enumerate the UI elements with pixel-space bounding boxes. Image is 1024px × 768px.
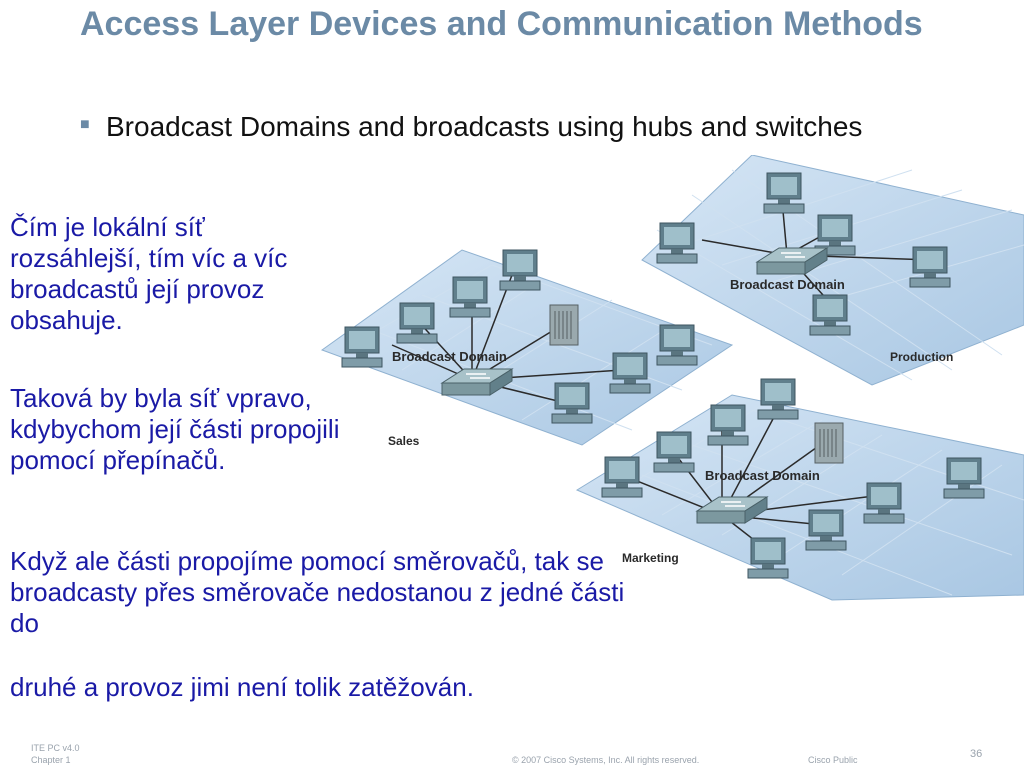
production-platform: Broadcast Domain Production: [641, 155, 1024, 386]
paragraph-1: Čím je lokální síť rozsáhlejší, tím víc …: [10, 212, 288, 335]
paragraph-3-end: druhé a provoz jimi není tolik zatěžován…: [10, 672, 474, 702]
bullet-item: ■ Broadcast Domains and broadcasts using…: [80, 108, 910, 146]
domain-label-sales: Broadcast Domain: [392, 349, 507, 364]
footer-copyright: © 2007 Cisco Systems, Inc. All rights re…: [512, 755, 700, 765]
area-label-marketing: Marketing: [622, 551, 679, 565]
sales-platform: Broadcast Domain Sales: [320, 249, 734, 448]
bullet-text: Broadcast Domains and broadcasts using h…: [106, 111, 863, 142]
footer-classification: Cisco Public: [808, 755, 858, 765]
area-label-sales: Sales: [388, 434, 420, 448]
paragraph-2: Taková by byla síť vpravo, kdybychom jej…: [10, 383, 340, 475]
square-bullet-icon: ■: [80, 116, 90, 133]
domain-label-marketing: Broadcast Domain: [705, 468, 820, 483]
footer-chapter: Chapter 1: [31, 755, 71, 765]
marketing-platform: Broadcast Domain Marketing: [575, 378, 1024, 601]
page-number: 36: [970, 748, 983, 760]
network-diagram: Broadcast Domain Production: [312, 155, 1024, 605]
footer-course: ITE PC v4.0: [31, 743, 80, 753]
paragraph-3: Když ale části propojíme pomocí směrovač…: [10, 546, 625, 638]
area-label-production: Production: [890, 350, 953, 364]
slide-title: Access Layer Devices and Communication M…: [80, 5, 923, 43]
domain-label-production: Broadcast Domain: [730, 277, 845, 292]
